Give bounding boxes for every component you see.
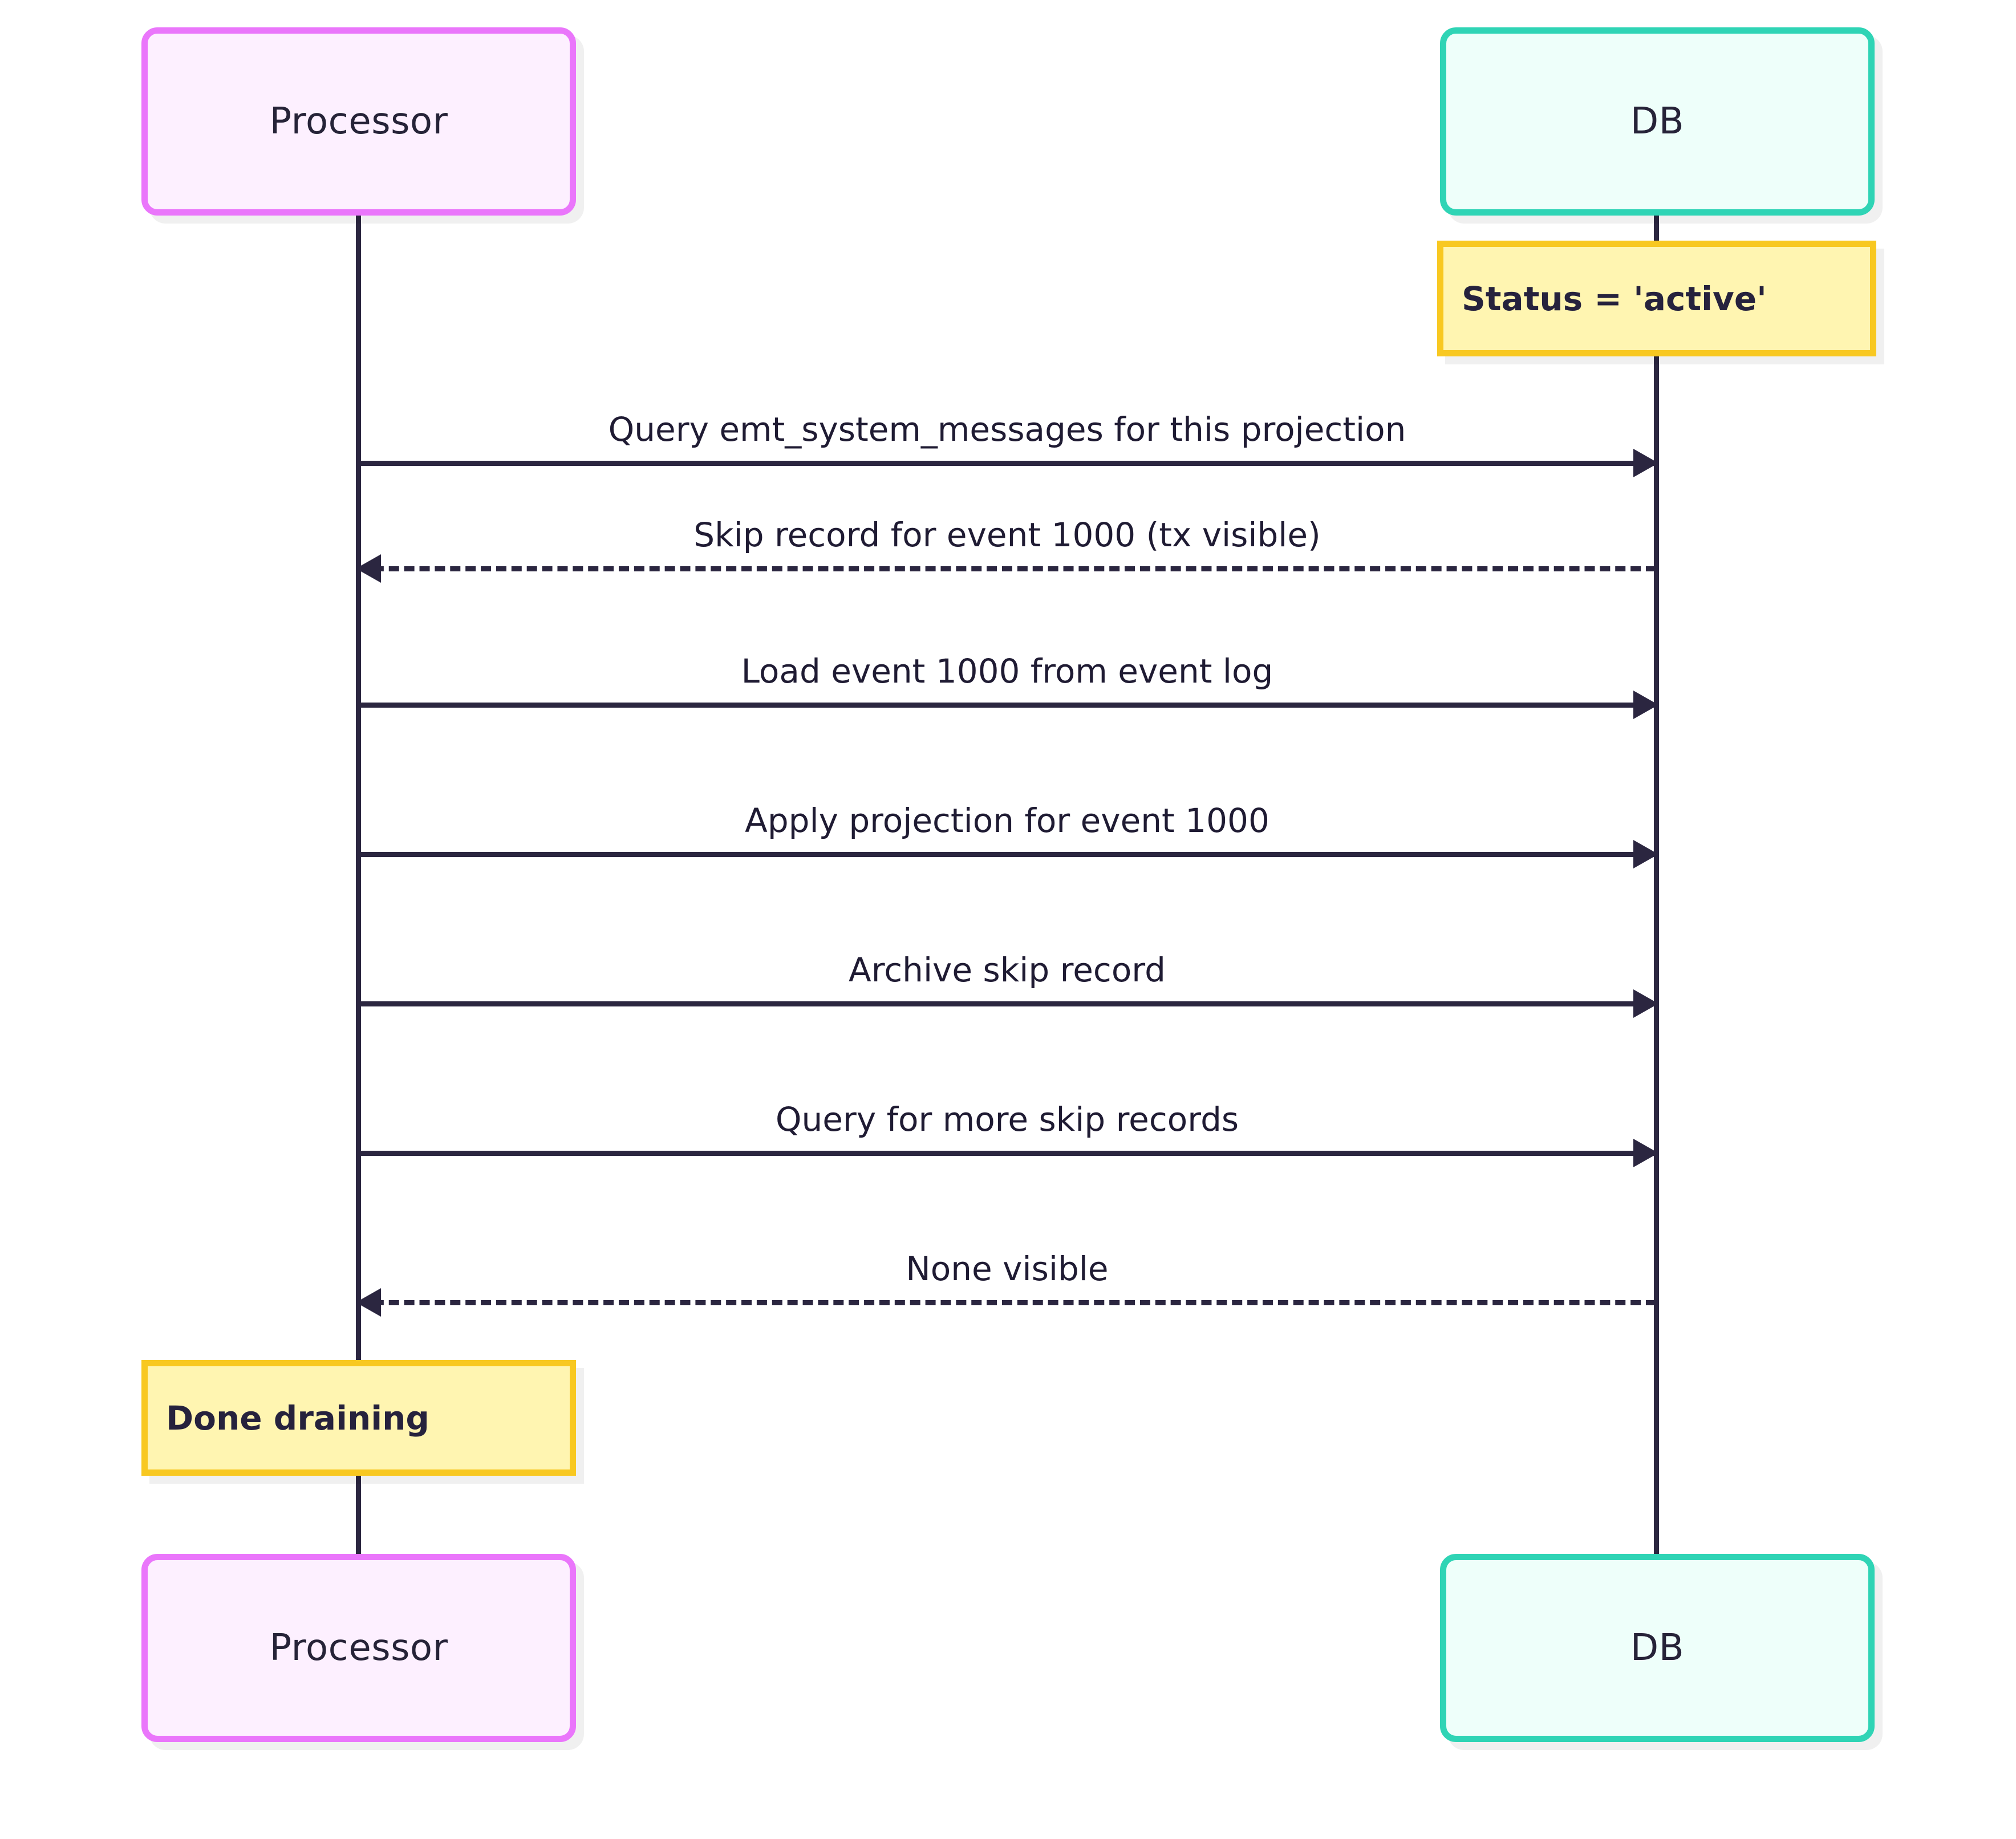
participant-box-db-top[interactable]: DB [1440, 27, 1875, 216]
participant-box-processor-bottom[interactable]: Processor [141, 1554, 576, 1742]
message-2-label: Load event 1000 from event log [741, 652, 1273, 691]
arrow-right-icon [1633, 840, 1658, 868]
message-4-label: Archive skip record [849, 951, 1166, 989]
note-done-draining-label: Done draining [166, 1398, 429, 1438]
participant-box-processor-top[interactable]: Processor [141, 27, 576, 216]
message-3-line [358, 852, 1656, 857]
arrow-right-icon [1633, 449, 1658, 477]
arrow-right-icon [1633, 691, 1658, 719]
participant-label-db-bottom: DB [1630, 1627, 1685, 1669]
message-2-line [358, 703, 1656, 708]
participant-label-processor-top: Processor [269, 100, 448, 143]
message-3-label: Apply projection for event 1000 [745, 801, 1269, 840]
arrow-left-icon [356, 554, 381, 583]
message-6-label: None visible [906, 1249, 1109, 1288]
note-done-draining: Done draining [141, 1360, 576, 1476]
message-5-label: Query for more skip records [775, 1100, 1239, 1139]
lifeline-processor [356, 216, 361, 1557]
message-5-line [358, 1151, 1656, 1156]
participant-label-processor-bottom: Processor [269, 1627, 448, 1669]
participant-label-db-top: DB [1630, 100, 1685, 143]
arrow-left-icon [356, 1288, 381, 1317]
arrow-right-icon [1633, 1139, 1658, 1167]
note-status-active: Status = 'active' [1437, 241, 1876, 356]
message-1-label: Skip record for event 1000 (tx visible) [693, 515, 1321, 554]
message-0-label: Query emt_system_messages for this proje… [608, 410, 1406, 449]
participant-box-db-bottom[interactable]: DB [1440, 1554, 1875, 1742]
note-status-active-label: Status = 'active' [1462, 279, 1767, 318]
lifeline-db [1654, 216, 1659, 1557]
arrow-right-icon [1633, 989, 1658, 1018]
message-4-line [358, 1001, 1656, 1006]
message-0-line [358, 461, 1656, 466]
message-1-line [358, 566, 1656, 571]
message-6-line [358, 1300, 1656, 1305]
